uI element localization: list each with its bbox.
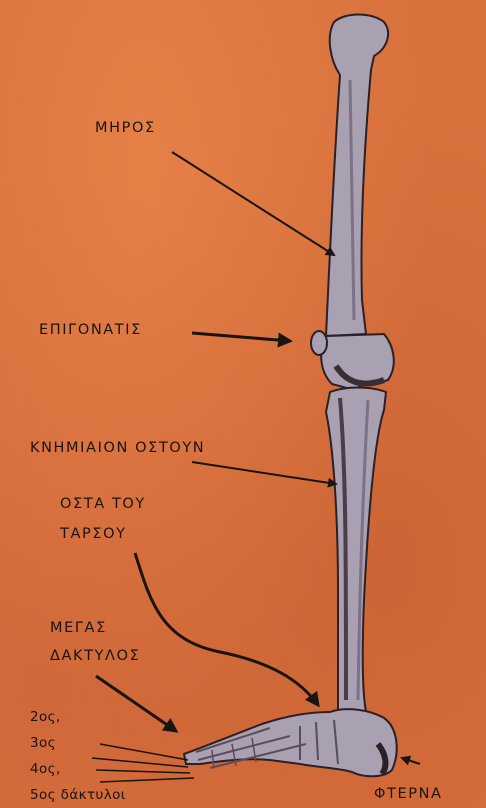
big-toe-pointer	[96, 676, 176, 731]
toe-3-pointer	[92, 758, 188, 767]
toe-2-pointer	[100, 744, 188, 760]
tarsal-label-line-2: ΤΑΡΣΟΥ	[60, 527, 127, 542]
toe-5-pointer	[100, 778, 194, 782]
tibia-label: ΚΝΗΜΙΑΙΟΝ ΟΣΤΟΥΝ	[30, 441, 205, 456]
heel-label: ΦΤΕΡΝΑ	[374, 787, 443, 802]
patella-label: ΕΠΙΓΟΝΑΤΙΣ	[39, 323, 142, 338]
femur-label: ΜΗΡΟΣ	[95, 121, 156, 136]
foot-bones	[184, 709, 397, 776]
tibia-pointer	[192, 462, 336, 484]
patella-bone	[311, 331, 327, 355]
toe-5-label: 5ος δάκτυλοι	[30, 789, 126, 803]
toe-4-pointer	[96, 770, 190, 773]
femur-pointer	[172, 152, 334, 255]
femur-bone	[321, 15, 394, 391]
heel-pointer	[402, 758, 420, 764]
tarsal-label-line-1: ΟΣΤΑ ΤΟΥ	[60, 497, 146, 512]
toe-2-label: 2ος,	[30, 711, 61, 725]
toe-3-label: 3ος	[30, 737, 56, 751]
big-toe-label-line-1: ΜΕΓΑΣ	[50, 621, 107, 636]
toe-4-label: 4ος,	[30, 763, 61, 777]
tarsal-pointer	[135, 553, 318, 705]
big-toe-label-line-2: ΔΑΚΤΥΛΟΣ	[50, 649, 140, 664]
patella-pointer	[192, 333, 290, 341]
tibia-bone	[326, 388, 386, 717]
